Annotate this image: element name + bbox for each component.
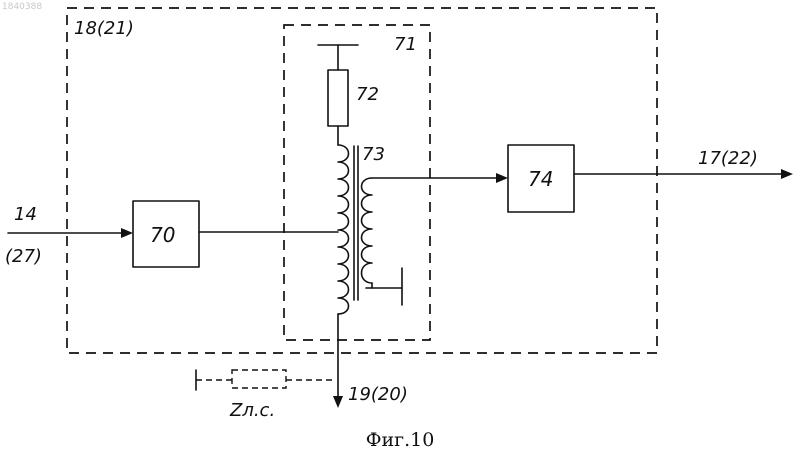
resistor-label: 72: [356, 84, 379, 105]
input-label-bottom: (27): [5, 246, 42, 267]
outer-block-label: 18(21): [74, 18, 134, 39]
arrow-to-74: [496, 173, 508, 183]
output-label: 17(22): [698, 148, 758, 169]
outer-dashed-boundary: [67, 8, 657, 353]
figure-caption: Фиг.10: [366, 429, 435, 451]
transformer-73: [338, 145, 402, 314]
resistor-72: [328, 70, 348, 126]
output-arrow: [781, 169, 793, 179]
input-arrow: [121, 228, 133, 238]
block-74-label: 74: [528, 167, 553, 191]
inner-block-label: 71: [394, 34, 417, 55]
input-label-top: 14: [14, 204, 37, 225]
watermark-text: 1840388: [2, 2, 42, 12]
impedance-label: Zл.с.: [229, 400, 275, 421]
bottom-output-label: 19(20): [348, 384, 408, 405]
block-70-label: 70: [150, 223, 175, 247]
bottom-arrow: [333, 396, 343, 408]
ground-symbol-top: [318, 45, 358, 70]
transformer-label: 73: [362, 144, 385, 165]
line-impedance: [196, 370, 336, 390]
inner-dashed-boundary: [284, 25, 430, 340]
